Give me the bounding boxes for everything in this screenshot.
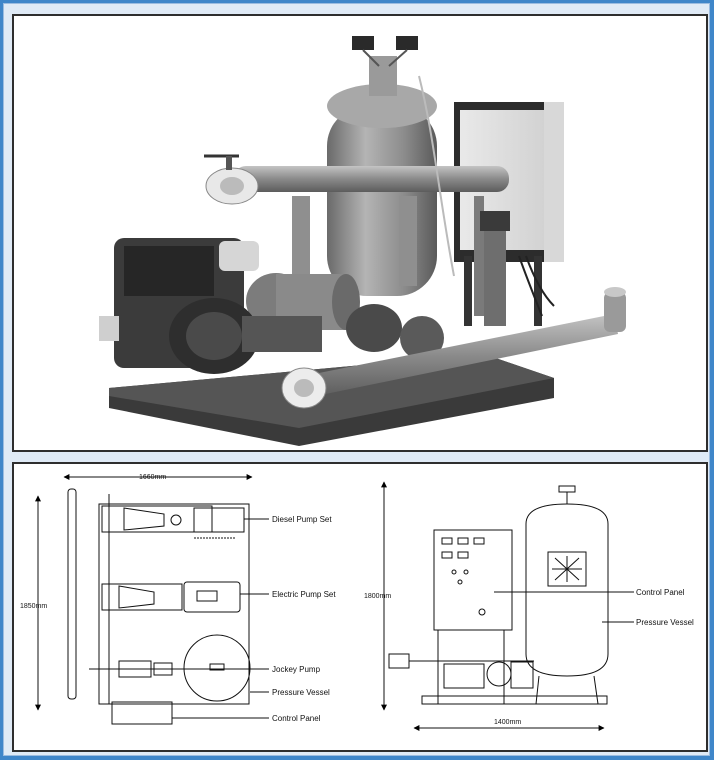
lower-header-pipe (281, 287, 626, 409)
label-jockey-pump: Jockey Pump (272, 665, 321, 674)
label-pressure-vessel-plan: Pressure Vessel (272, 688, 330, 697)
plan-view (35, 474, 269, 725)
plan-width-label: 1660mm (139, 474, 166, 481)
elevation-width-label: 1400mm (494, 719, 521, 726)
label-control-panel-plan: Control Panel (272, 714, 321, 723)
figure-frame: 1660mm 1850mm Diesel Pump Set Electric P… (3, 3, 710, 756)
diesel-engine-photo (99, 238, 259, 374)
plan-height-label: 1850mm (20, 603, 47, 610)
pump-set-illustration (99, 36, 626, 446)
gauge-icon (352, 36, 374, 50)
label-control-panel-elevation: Control Panel (636, 588, 685, 597)
dimension-drawings: 1660mm 1850mm Diesel Pump Set Electric P… (12, 462, 708, 752)
jockey-pump-photo (484, 216, 506, 326)
label-electric-pump-set: Electric Pump Set (272, 590, 336, 599)
elevation-view (381, 481, 634, 731)
drawings-svg: 1660mm 1850mm Diesel Pump Set Electric P… (20, 474, 694, 731)
gauge-icon (396, 36, 418, 50)
label-pressure-vessel-elevation: Pressure Vessel (636, 618, 694, 627)
elevation-height-label: 1800mm (364, 593, 391, 600)
label-diesel-pump-set: Diesel Pump Set (272, 515, 332, 524)
pump-set-photo (12, 14, 708, 452)
upper-header-pipe (204, 154, 509, 205)
